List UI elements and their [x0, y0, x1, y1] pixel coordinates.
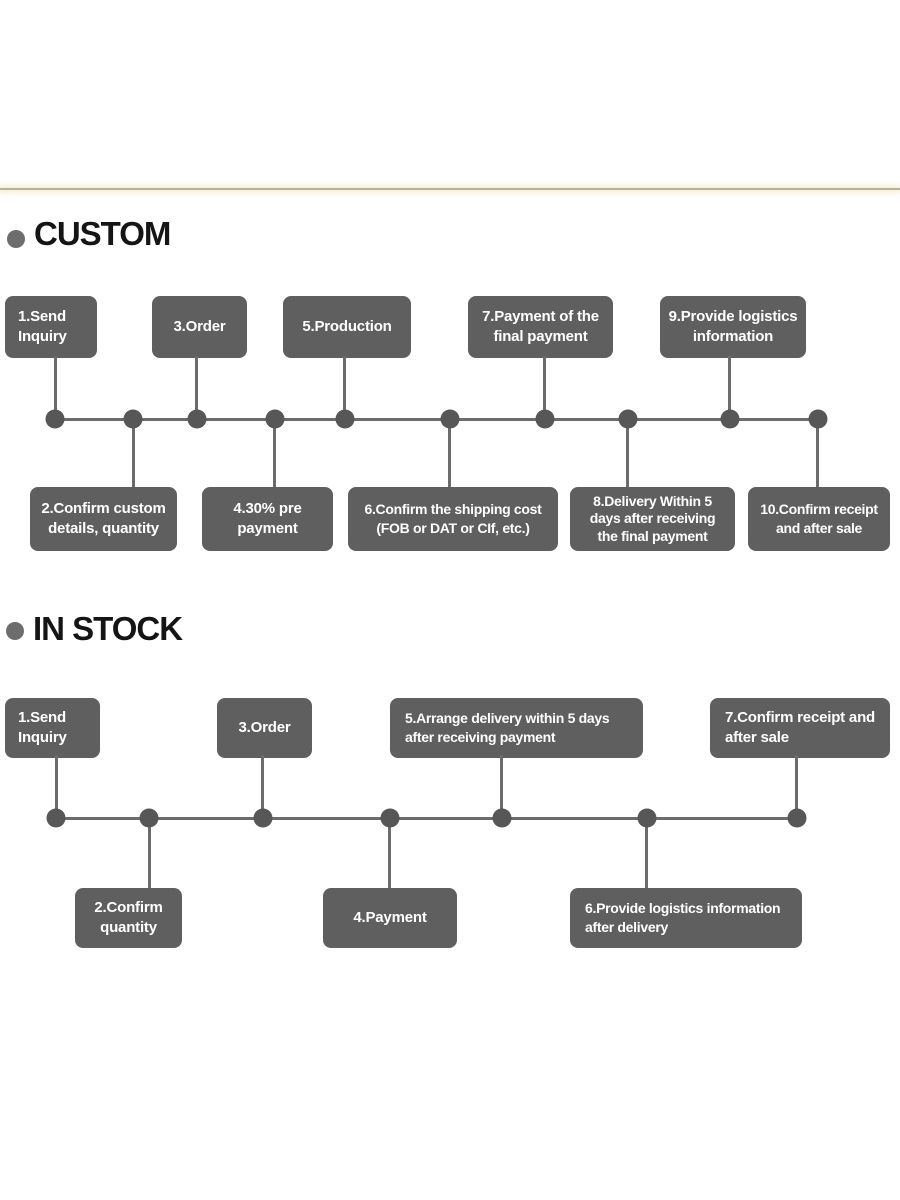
custom-step-2-box: 2.Confirm custom details, quantity: [30, 487, 177, 551]
connector-line: [343, 356, 346, 418]
timeline-dot: [335, 409, 355, 429]
instock-step-5-box: 5.Arrange delivery within 5 days after r…: [390, 698, 643, 758]
connector-line: [543, 356, 546, 418]
custom-step-4-box: 4.30% pre payment: [202, 487, 333, 551]
instock-step-6-box: 6.Provide logistics information after de…: [570, 888, 802, 948]
connector-line: [148, 820, 151, 888]
instock-step-3-box: 3.Order: [217, 698, 312, 758]
connector-line: [626, 421, 629, 487]
instock-step-2-box: 2.Confirm quantity: [75, 888, 182, 948]
instock-step-4-box: 4.Payment: [323, 888, 457, 948]
connector-line: [195, 356, 198, 418]
connector-line: [500, 755, 503, 817]
section-divider: [0, 188, 900, 190]
timeline-dot: [139, 808, 159, 828]
instock-step-7-box: 7.Confirm receipt and after sale: [710, 698, 890, 758]
custom-step-7-box: 7.Payment of the final payment: [468, 296, 613, 358]
custom-step-8-box: 8.Delivery Within 5 days after receiving…: [570, 487, 735, 551]
connector-line: [132, 421, 135, 487]
connector-line: [728, 356, 731, 418]
timeline-dot: [253, 808, 273, 828]
connector-line: [54, 356, 57, 418]
timeline-dot: [808, 409, 828, 429]
custom-section-heading: CUSTOM: [34, 215, 171, 252]
instock-step-1-box: 1.Send Inquiry: [5, 698, 100, 758]
timeline-dot: [265, 409, 285, 429]
timeline-dot: [535, 409, 555, 429]
instock-heading-bullet-icon: [6, 622, 24, 640]
timeline-dot: [787, 808, 807, 828]
connector-line: [816, 421, 819, 487]
timeline-dot: [187, 409, 207, 429]
connector-line: [273, 421, 276, 487]
custom-step-5-box: 5.Production: [283, 296, 411, 358]
custom-step-10-box: 10.Confirm receipt and after sale: [748, 487, 890, 551]
timeline-dot: [637, 808, 657, 828]
custom-step-3-box: 3.Order: [152, 296, 247, 358]
connector-line: [795, 755, 798, 817]
timeline-dot: [45, 409, 65, 429]
timeline-dot: [46, 808, 66, 828]
connector-line: [645, 820, 648, 888]
connector-line: [388, 820, 391, 888]
connector-line: [448, 421, 451, 487]
instock-section-heading: IN STOCK: [33, 610, 183, 647]
custom-heading-bullet-icon: [7, 230, 25, 248]
custom-step-6-box: 6.Confirm the shipping cost (FOB or DAT …: [348, 487, 558, 551]
instock-timeline-line: [56, 817, 797, 820]
timeline-dot: [720, 409, 740, 429]
connector-line: [55, 755, 58, 817]
timeline-dot: [618, 409, 638, 429]
timeline-dot: [440, 409, 460, 429]
timeline-dot: [492, 808, 512, 828]
custom-step-1-box: 1.Send Inquiry: [5, 296, 97, 358]
timeline-dot: [123, 409, 143, 429]
connector-line: [261, 755, 264, 817]
custom-step-9-box: 9.Provide logistics information: [660, 296, 806, 358]
timeline-dot: [380, 808, 400, 828]
custom-timeline-line: [55, 418, 818, 421]
